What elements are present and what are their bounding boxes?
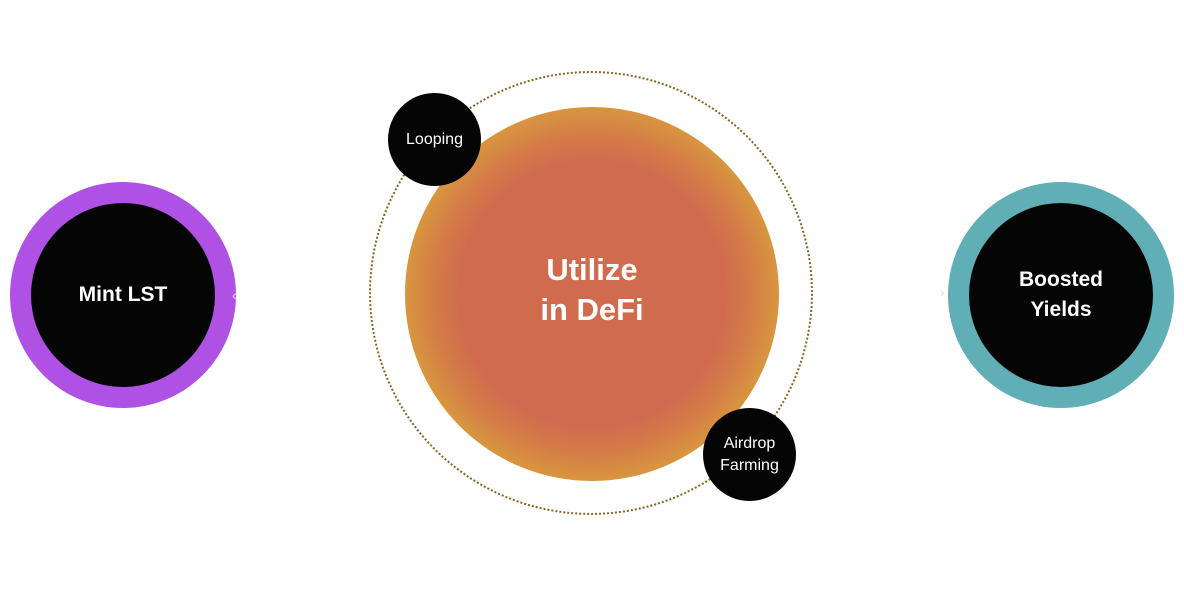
looping-label: Looping <box>406 130 463 148</box>
boosted-yields-node: Boosted Yields <box>969 203 1153 387</box>
airdrop-line: Airdrop <box>723 434 776 452</box>
utilize-line: Utilize <box>546 252 638 287</box>
orbit-ring <box>369 71 813 515</box>
mint-lst-label: Mint LST <box>78 283 168 306</box>
yields-line: Yields <box>1030 298 1092 321</box>
looping-node: Looping <box>388 93 481 186</box>
airdrop-farming-node: Airdrop Farming <box>703 408 796 501</box>
boosted-line: Boosted <box>1019 268 1103 291</box>
mint-lst-node: Mint LST <box>31 203 215 387</box>
utilize-defi-label: Utilize in DeFi <box>492 250 692 330</box>
in-defi-line: in DeFi <box>540 292 644 327</box>
farming-line: Farming <box>720 456 779 474</box>
arrow-left-icon: ‹ <box>232 287 237 303</box>
arrow-right-icon: › <box>940 284 945 300</box>
